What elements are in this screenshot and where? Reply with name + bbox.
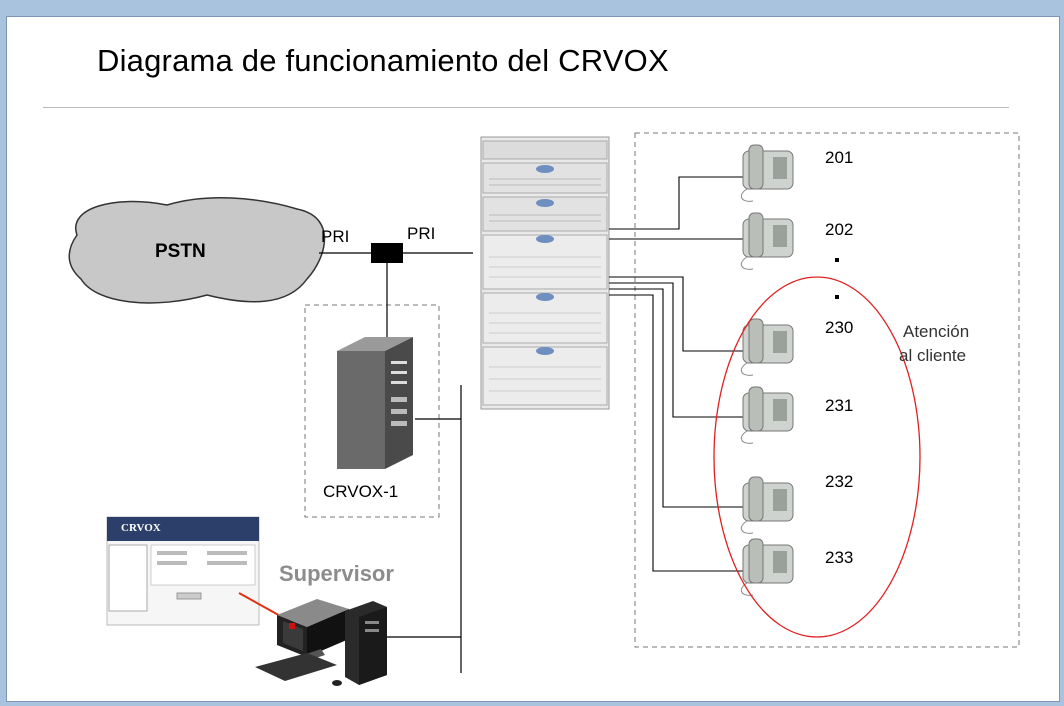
phone-201-icon	[740, 144, 794, 202]
attention-group-label-line2: al cliente	[899, 346, 966, 365]
phone-202-icon	[740, 212, 794, 270]
pri-left-label: PRI	[321, 227, 349, 246]
extensions-group-box	[634, 132, 1020, 648]
ellipsis-dot	[835, 295, 839, 299]
title-divider	[43, 107, 1009, 108]
phone-231-icon	[740, 386, 794, 444]
pbx-rack-icon	[480, 136, 610, 410]
network-diagram: PSTN PRI PRI	[68, 132, 1020, 686]
ellipsis-dot	[835, 258, 839, 262]
app-screenshot-title: CRVOX	[121, 522, 161, 534]
extension-label-232: 232	[825, 472, 853, 491]
extension-label-201: 201	[825, 148, 853, 167]
pstn-label: PSTN	[155, 241, 206, 262]
phone-232-icon	[740, 476, 794, 534]
extension-wiring	[609, 176, 743, 572]
attention-group-ellipse	[713, 276, 921, 638]
diagram-title: Diagrama de funcionamiento del CRVOX	[97, 43, 669, 78]
crvox-app-screenshot: CRVOX	[106, 516, 260, 626]
phone-233-icon	[740, 538, 794, 596]
attention-group-label-line1: Atención	[903, 322, 969, 341]
supervisor-computer-icon	[255, 599, 387, 686]
extension-label-231: 231	[825, 396, 853, 415]
pstn-cloud-icon	[68, 197, 326, 304]
splitter-box	[371, 243, 403, 263]
phone-230-icon	[740, 318, 794, 376]
pri-right-label: PRI	[407, 224, 435, 243]
extension-label-230: 230	[825, 318, 853, 337]
crvox-server-icon	[337, 337, 413, 469]
extension-label-202: 202	[825, 220, 853, 239]
slide: Diagrama de funcionamiento del CRVOX PST…	[6, 16, 1060, 702]
extension-label-233: 233	[825, 548, 853, 567]
supervisor-label: Supervisor	[279, 561, 394, 586]
crvox-server-box	[304, 304, 440, 518]
crvox-server-label: CRVOX-1	[323, 482, 398, 501]
